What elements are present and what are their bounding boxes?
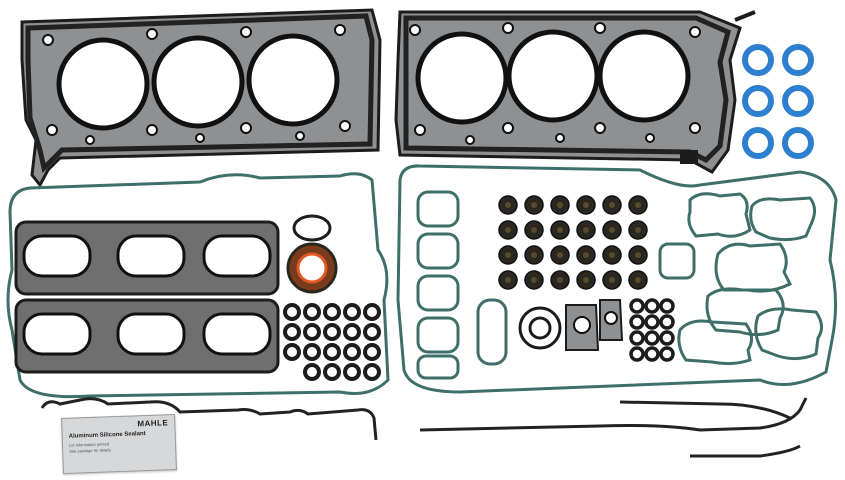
throttle-body-gasket bbox=[658, 242, 696, 280]
sealant-packet: MAHLE Aluminum Silicone Sealant Lot Info… bbox=[61, 414, 177, 474]
valve-cover-gasket-left bbox=[6, 172, 390, 399]
timing-cover-strip-right-lower bbox=[619, 400, 791, 420]
o-ring bbox=[742, 127, 774, 159]
head-gasket-left bbox=[20, 8, 382, 188]
timing-cover-strip-right bbox=[419, 397, 808, 432]
o-ring bbox=[782, 85, 814, 117]
valve-stem-seal-grid bbox=[498, 195, 648, 290]
packet-fine-print-2: See package for details bbox=[69, 447, 112, 454]
o-ring bbox=[742, 85, 774, 117]
bore-ring bbox=[415, 29, 691, 125]
bolt-hole bbox=[42, 24, 351, 145]
seal-ring bbox=[292, 214, 332, 242]
head-gasket-right bbox=[394, 10, 756, 174]
o-ring bbox=[742, 44, 774, 76]
o-ring bbox=[782, 44, 814, 76]
timing-cover-strip-left bbox=[40, 397, 378, 441]
egr-gasket bbox=[518, 299, 624, 351]
bore-ring bbox=[56, 33, 340, 131]
packet-brand: MAHLE bbox=[137, 418, 169, 429]
bolt-hole bbox=[409, 22, 701, 145]
exhaust-manifold-gasket-lower bbox=[14, 298, 280, 374]
valve-stem-seal-highlight bbox=[505, 202, 641, 283]
packet-product-name: Aluminum Silicone Sealant bbox=[68, 431, 146, 440]
valve-cover-gasket-right bbox=[396, 164, 838, 394]
crankshaft-seal bbox=[286, 242, 338, 294]
exhaust-manifold-gasket-upper bbox=[14, 220, 280, 296]
o-ring bbox=[782, 127, 814, 159]
small-seal-grid-left bbox=[283, 303, 381, 381]
plenum-gasket-set bbox=[677, 192, 823, 366]
small-seal-grid-right bbox=[629, 298, 675, 362]
intake-gasket-column bbox=[416, 190, 508, 380]
oil-pan-strip bbox=[690, 444, 801, 458]
o-ring-set bbox=[742, 44, 814, 159]
